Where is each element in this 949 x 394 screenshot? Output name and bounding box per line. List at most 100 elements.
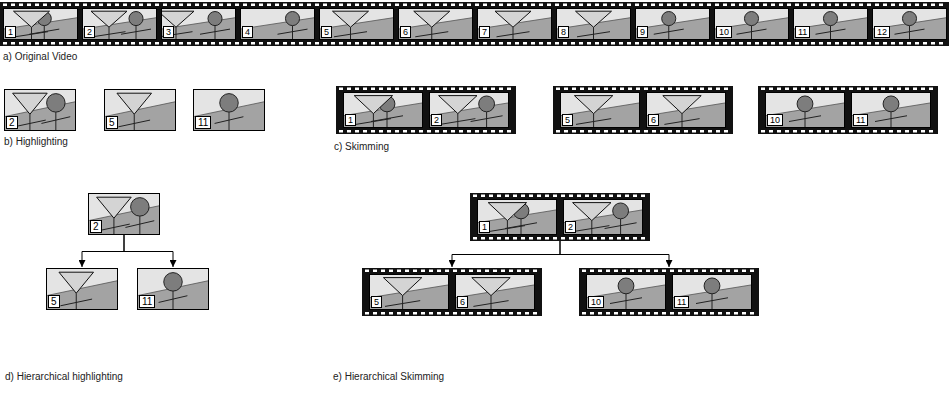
sprocket-hole [521,237,525,240]
tree-stem [668,26,669,40]
panel-caption: c) Skimming [334,141,389,153]
sprocket-hole [539,42,543,45]
sprocket-hole [525,270,529,273]
tree-branch [895,29,925,34]
sky [193,89,265,131]
sprocket-hole [825,130,829,133]
sky [455,274,535,310]
frame-number: 5 [48,295,60,308]
sprocket-hole [435,88,439,91]
glass-bowl [91,11,127,27]
video-frame: 10 [765,92,845,128]
frame-border [647,93,726,128]
sprocket-hole [371,4,375,7]
tree-stem [173,291,174,310]
video-frame: 5 [560,92,640,128]
sprocket-hole [563,42,567,45]
frame-number: 5 [321,26,332,38]
sprocket-hole [553,195,557,198]
sprocket-hole [702,312,706,315]
sprocket-hole [475,42,479,45]
tree-branch [278,29,308,34]
sprocket-hole [483,88,487,91]
frame-border [241,9,315,40]
sprocket-hole [668,88,672,91]
sky [556,8,631,40]
sprocket-hole [939,42,943,45]
frame-number: 5 [371,296,382,308]
frame-number: 12 [874,26,890,38]
sprocket-hole [395,88,399,91]
sprocket-hole [699,42,703,45]
sprocket-hole [585,195,589,198]
glass-bowl [97,197,132,218]
frame-number: 2 [84,26,95,38]
sprocket-hole [742,270,746,273]
tree-stem [215,26,216,40]
frame-number: 9 [637,26,648,38]
sprocket-hole [606,312,610,315]
glass-stem [431,27,432,40]
sprocket-hole [881,88,885,91]
sprocket-hole [387,88,391,91]
sprocket-hole [627,4,631,7]
sprocket-hole [427,42,431,45]
sprocket-hole [259,42,263,45]
tree-stem [521,219,522,235]
frame-border [194,90,265,131]
sprocket-hole [131,4,135,7]
sprocket-hole [881,130,885,133]
sprocket-hole [742,312,746,315]
sprocket-hole [630,270,634,273]
sprocket-hole [563,4,567,7]
sprocket-hole [643,4,647,7]
frame-border [5,90,76,131]
sprocket-hole [547,42,551,45]
sprocket-hole [833,130,837,133]
sprocket-hole [700,88,704,91]
panel-caption: d) Hierarchical highlighting [5,371,123,383]
sprocket-hole [403,42,407,45]
ground [82,18,157,40]
sprocket-hole [891,4,895,7]
sprocket-hole [652,130,656,133]
frame-number: 2 [6,116,18,129]
sprocket-hole [513,195,517,198]
sky [563,199,643,235]
sprocket-hole [699,4,703,7]
sprocket-hole [867,42,871,45]
sprocket-hole [315,42,319,45]
sprocket-hole [529,195,533,198]
sprocket-hole [561,195,565,198]
video-frame: 5 [369,274,449,310]
sprocket-hole [381,270,385,273]
sprocket-hole [641,237,645,240]
sprocket-hole [899,42,903,45]
sprocket-hole [660,130,664,133]
sprocket-hole [363,4,367,7]
sky [560,92,640,128]
sprocket-hole [755,4,759,7]
sprocket-hole [451,88,455,91]
sprocket-hole [684,130,688,133]
frame-border [105,90,176,131]
sprocket-hole [582,270,586,273]
sprocket-hole [469,312,473,315]
sprocket-hole [187,42,191,45]
video-frame: 5 [104,89,176,131]
tree-stem [620,219,621,235]
frame-number: 11 [795,26,810,38]
sprocket-hole [771,42,775,45]
sprocket-hole [413,312,417,315]
sprocket-hole [429,312,433,315]
sprocket-hole [505,237,509,240]
sprocket-hole [627,42,631,45]
sprocket-hole [769,130,773,133]
sprocket-hole [716,130,720,133]
sprocket-hole [481,237,485,240]
sprocket-hole [588,130,592,133]
sprocket-hole [734,312,738,315]
glass-stem [457,114,458,128]
sprocket-hole [219,42,223,45]
video-frame: 2 [563,199,643,235]
